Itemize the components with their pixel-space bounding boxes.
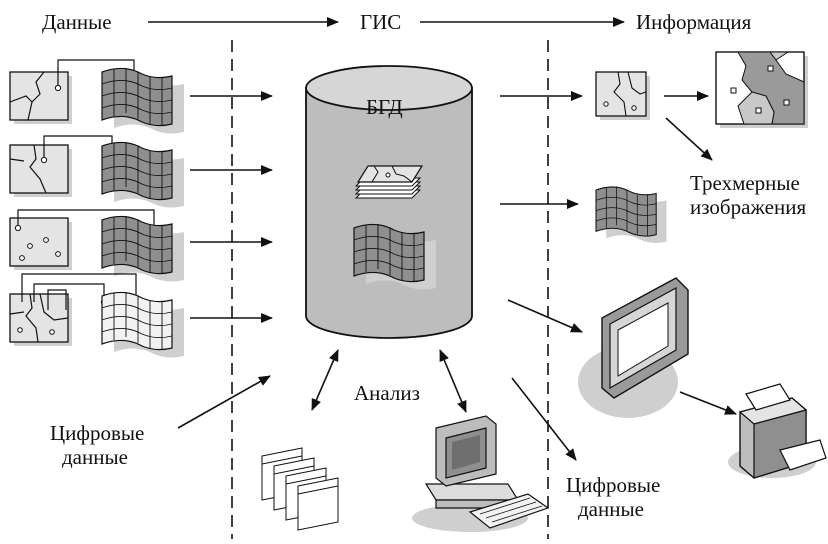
header-information-label: Информация xyxy=(636,10,752,34)
output-3d-label-2: изображения xyxy=(690,195,806,219)
arrow-monitor-printer xyxy=(679,391,737,415)
terrain-grid-icon xyxy=(353,223,437,291)
arrow-output-monitor xyxy=(507,299,583,333)
thematic-map-icon xyxy=(715,51,808,128)
header-data-label: Данные xyxy=(42,10,112,34)
map-tile-icon xyxy=(9,144,73,198)
computer-icon xyxy=(412,415,550,532)
input-digital-label-2: данные xyxy=(62,445,128,469)
arrow-analysis-computer xyxy=(439,349,467,413)
arrow-output-digital xyxy=(511,377,577,461)
printer-icon xyxy=(728,383,827,479)
map-tile-icon xyxy=(9,217,73,271)
output-map-icon xyxy=(595,71,650,120)
output-terrain-grid-icon xyxy=(595,186,668,244)
database-label: БГД xyxy=(366,95,403,119)
analysis-label: Анализ xyxy=(354,381,420,405)
arrow-input-digital xyxy=(177,375,271,429)
map-tile-icon xyxy=(9,293,73,347)
input-digital-data: Цифровые данные xyxy=(50,375,271,469)
output-digital-label-2: данные xyxy=(578,497,644,521)
output-digital-label-1: Цифровые xyxy=(566,473,660,497)
input-row-1 xyxy=(9,59,273,135)
map-tile-icon xyxy=(9,71,73,125)
input-row-2 xyxy=(9,135,273,209)
input-row-3 xyxy=(9,209,273,283)
reports-stack-icon xyxy=(261,447,339,531)
map-layers-icon xyxy=(354,165,424,199)
monitor-icon xyxy=(578,277,689,418)
arrow-map-to-3d xyxy=(665,117,713,161)
output-3d-label-1: Трехмерные xyxy=(690,171,800,195)
arrow-analysis-reports xyxy=(311,349,339,411)
header-gis-label: ГИС xyxy=(360,10,401,34)
terrain-grid-icon xyxy=(101,291,185,359)
database-cylinder: БГД xyxy=(305,65,473,339)
input-digital-label-1: Цифровые xyxy=(50,421,144,445)
terrain-grid-icon xyxy=(101,67,185,135)
input-row-4 xyxy=(9,273,273,359)
terrain-grid-icon xyxy=(101,215,185,283)
terrain-grid-icon xyxy=(101,141,185,209)
